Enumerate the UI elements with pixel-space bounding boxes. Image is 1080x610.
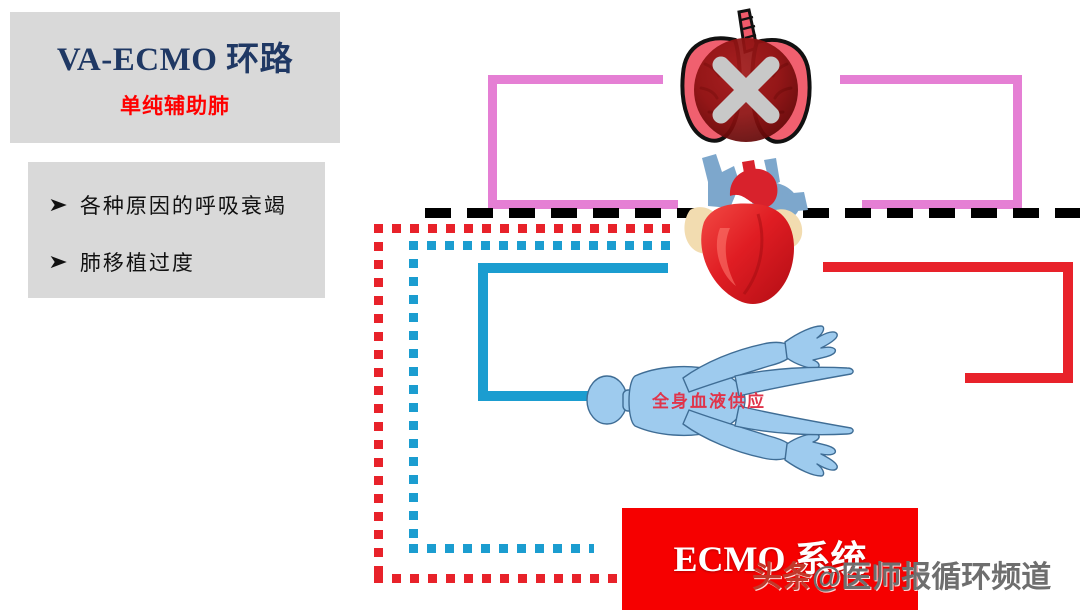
cyan-dotted-vertical	[409, 241, 418, 549]
title-panel: VA-ECMO 环路 单纯辅助肺	[10, 12, 340, 143]
indications-panel: ➤ 各种原因的呼吸衰竭 ➤ 肺移植过度	[28, 162, 325, 298]
bullet-arrow-icon: ➤	[48, 194, 68, 216]
red-dotted-bottom-horizontal	[374, 574, 622, 583]
cyan-dotted-bottom-horizontal	[409, 544, 594, 553]
list-item: ➤ 肺移植过度	[48, 247, 195, 277]
watermark-head: 头条	[752, 561, 812, 594]
lungs-illustration	[680, 8, 812, 144]
cyan-solid-bottom-horizontal	[478, 391, 600, 401]
bullet-arrow-icon: ➤	[48, 251, 68, 273]
list-item-label: 肺移植过度	[79, 252, 195, 275]
pink-flow-left-vertical	[488, 75, 497, 209]
cyan-solid-left-vertical	[478, 263, 488, 401]
pink-flow-right-vertical	[1013, 75, 1022, 209]
page-title: VA-ECMO 环路	[56, 42, 294, 78]
body-blood-supply-label: 全身血液供应	[652, 392, 766, 411]
heart-illustration	[684, 154, 808, 304]
body-illustration	[586, 325, 854, 477]
red-dotted-vertical	[374, 224, 383, 580]
ecmo-system-label: ECMO 系统	[673, 539, 867, 579]
pink-flow-top-left	[488, 75, 663, 84]
pink-flow-bottom-right	[862, 200, 1017, 209]
ecmo-system-box: ECMO 系统	[622, 508, 918, 610]
list-item-label: 各种原因的呼吸衰竭	[79, 195, 287, 218]
page-subtitle: 单纯辅助肺	[120, 95, 230, 118]
pink-flow-bottom-left	[488, 200, 678, 209]
watermark: 头条@医师报循环频道	[752, 552, 1051, 596]
list-item: ➤ 各种原因的呼吸衰竭	[48, 190, 287, 220]
pink-flow-top-right	[840, 75, 1022, 84]
cyan-solid-top-horizontal	[478, 263, 668, 273]
red-dotted-top-horizontal	[374, 224, 670, 233]
red-solid-right-vertical	[1063, 262, 1073, 379]
cyan-dotted-top-horizontal	[409, 241, 671, 250]
red-solid-top-horizontal	[823, 262, 1073, 272]
red-solid-bottom-horizontal	[965, 373, 1073, 383]
watermark-channel: @医师报循环频道	[812, 561, 1052, 594]
